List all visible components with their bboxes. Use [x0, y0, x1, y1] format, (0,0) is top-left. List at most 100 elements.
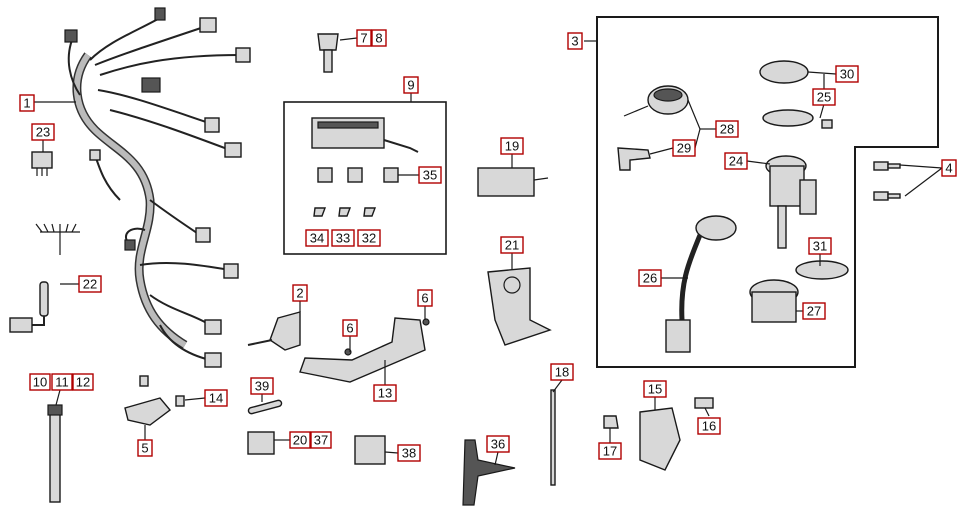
callout-34: 34 — [305, 229, 329, 247]
svg-text:33: 33 — [336, 231, 350, 246]
svg-text:21: 21 — [505, 238, 519, 253]
svg-text:10: 10 — [33, 375, 47, 390]
svg-text:13: 13 — [378, 386, 392, 401]
svg-text:14: 14 — [209, 391, 223, 406]
svg-text:24: 24 — [729, 154, 743, 169]
assembly-15 — [639, 407, 681, 471]
svg-text:30: 30 — [840, 67, 854, 82]
svg-text:6: 6 — [346, 321, 353, 336]
callout-23: 23 — [31, 123, 55, 141]
callout-4: 4 — [941, 159, 957, 177]
callout-37: 37 — [310, 431, 332, 449]
svg-text:11: 11 — [55, 375, 69, 390]
connector-20 — [247, 431, 275, 455]
callout-26: 26 — [638, 269, 662, 287]
svg-text:28: 28 — [720, 122, 734, 137]
callout-31: 31 — [808, 237, 832, 255]
cable-tie — [47, 404, 63, 503]
callout-11: 11 — [51, 373, 73, 391]
callout-1: 1 — [19, 94, 35, 112]
callout-14: 14 — [204, 389, 228, 407]
callout-29: 29 — [672, 139, 696, 157]
callout-2: 2 — [292, 284, 308, 302]
svg-text:4: 4 — [945, 161, 952, 176]
callout-35: 35 — [418, 166, 442, 184]
callout-5: 5 — [137, 439, 153, 457]
svg-text:25: 25 — [817, 90, 831, 105]
sensor-22 — [9, 223, 80, 333]
callout-13: 13 — [373, 384, 397, 402]
callout-28: 28 — [715, 120, 739, 138]
bracket-21 — [487, 267, 552, 346]
callout-8: 8 — [371, 29, 387, 47]
module-19 — [477, 167, 549, 197]
svg-text:39: 39 — [255, 379, 269, 394]
strap-39 — [247, 399, 283, 415]
ignition-parts — [617, 60, 849, 353]
grommet-36 — [462, 439, 516, 506]
svg-text:2: 2 — [296, 286, 303, 301]
relay-group-frame — [283, 101, 447, 255]
callout-24: 24 — [724, 152, 748, 170]
svg-text:9: 9 — [407, 78, 414, 93]
callout-19: 19 — [500, 137, 524, 155]
svg-text:19: 19 — [505, 139, 519, 154]
callout-18: 18 — [550, 363, 574, 381]
relay-23 — [31, 151, 53, 176]
svg-text:3: 3 — [571, 34, 578, 49]
svg-text:37: 37 — [314, 433, 328, 448]
callout-6a: 6 — [342, 319, 358, 337]
svg-text:35: 35 — [423, 168, 437, 183]
wiring-harness — [64, 7, 251, 368]
svg-text:12: 12 — [76, 375, 90, 390]
callout-17: 17 — [598, 442, 622, 460]
svg-text:38: 38 — [402, 446, 416, 461]
callout-7: 7 — [356, 29, 372, 47]
callout-10: 10 — [29, 373, 51, 391]
bolts-4 — [873, 161, 901, 201]
callout-21: 21 — [500, 236, 524, 254]
svg-text:6: 6 — [421, 291, 428, 306]
callout-3: 3 — [567, 32, 583, 50]
svg-text:32: 32 — [362, 231, 376, 246]
callout-39: 39 — [250, 377, 274, 395]
svg-text:16: 16 — [702, 419, 716, 434]
svg-text:31: 31 — [813, 239, 827, 254]
svg-text:7: 7 — [360, 31, 367, 46]
svg-text:15: 15 — [648, 382, 662, 397]
svg-text:1: 1 — [23, 96, 30, 111]
callout-32: 32 — [357, 229, 381, 247]
relay-set — [311, 117, 419, 217]
svg-text:23: 23 — [36, 125, 50, 140]
callout-22: 22 — [78, 275, 102, 293]
svg-text:18: 18 — [555, 365, 569, 380]
svg-text:20: 20 — [293, 433, 307, 448]
svg-text:5: 5 — [141, 441, 148, 456]
part-17 — [603, 415, 619, 429]
leader-lines — [34, 37, 943, 466]
bracket-2 — [269, 311, 301, 351]
callout-20: 20 — [289, 431, 311, 449]
ignition-switch-group-frame — [596, 16, 939, 368]
callout-36: 36 — [486, 435, 510, 453]
svg-text:17: 17 — [603, 444, 617, 459]
key — [317, 33, 339, 73]
part-16 — [694, 397, 714, 409]
callout-25: 25 — [812, 88, 836, 106]
rod-18 — [550, 389, 556, 486]
svg-text:34: 34 — [310, 231, 324, 246]
callout-16: 16 — [697, 417, 721, 435]
callout-9: 9 — [403, 76, 419, 94]
callout-38: 38 — [397, 444, 421, 462]
svg-text:27: 27 — [807, 304, 821, 319]
svg-text:29: 29 — [677, 141, 691, 156]
svg-text:26: 26 — [643, 271, 657, 286]
svg-text:36: 36 — [491, 437, 505, 452]
svg-text:8: 8 — [375, 31, 382, 46]
callout-33: 33 — [331, 229, 355, 247]
connector-38 — [354, 435, 386, 465]
callout-27: 27 — [802, 302, 826, 320]
callout-12: 12 — [72, 373, 94, 391]
svg-text:22: 22 — [83, 277, 97, 292]
